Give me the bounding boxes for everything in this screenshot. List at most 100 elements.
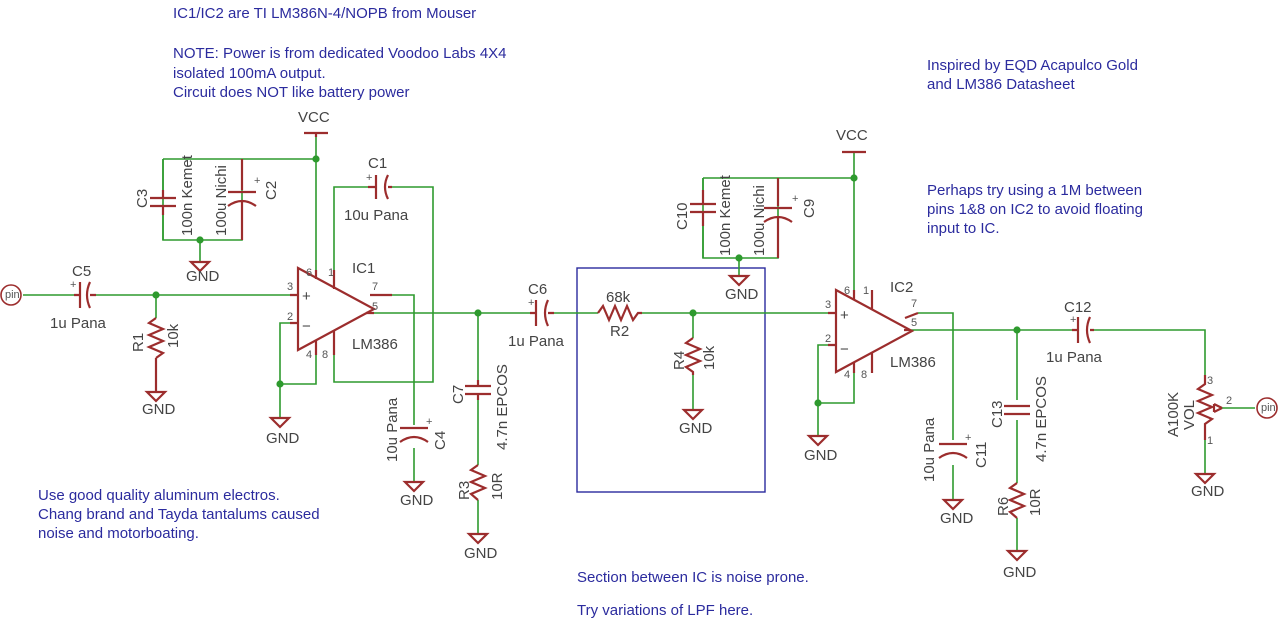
svg-text:C10: C10 — [674, 202, 691, 230]
svg-text:+: + — [840, 307, 849, 324]
svg-text:pin: pin — [5, 289, 20, 301]
capacitor-c11: + C11 10u Pana — [921, 417, 990, 482]
opamp-ic2: + − 3 2 6 1 4 8 7 5 IC2 LM386 — [825, 279, 936, 381]
capacitor-c5: + C5 1u Pana — [50, 263, 107, 332]
svg-text:GND: GND — [142, 401, 176, 418]
svg-text:1: 1 — [863, 285, 869, 297]
resistor-r3: R3 10R — [456, 464, 506, 501]
svg-text:2: 2 — [1226, 395, 1232, 407]
svg-text:VCC: VCC — [298, 109, 330, 126]
svg-text:−: − — [840, 341, 849, 358]
svg-text:LM386: LM386 — [890, 354, 936, 371]
svg-text:C9: C9 — [801, 199, 818, 218]
svg-text:+: + — [528, 297, 534, 309]
note-ic-source: IC1/IC2 are TI LM386N-4/NOPB from Mouser — [173, 5, 476, 22]
note-electros-line1: Use good quality aluminum electros. — [38, 487, 280, 504]
svg-text:C6: C6 — [528, 281, 547, 298]
svg-text:100n Kemet: 100n Kemet — [717, 174, 734, 256]
junction-dots — [152, 155, 1021, 407]
svg-text:R6: R6 — [995, 497, 1012, 516]
capacitor-c7: C7 4.7n EPCOS — [450, 364, 511, 450]
lpf-section-box — [576, 267, 766, 493]
svg-text:C7: C7 — [450, 385, 467, 404]
svg-text:100n Kemet: 100n Kemet — [179, 154, 196, 236]
svg-text:2: 2 — [825, 333, 831, 345]
note-1m-line1: Perhaps try using a 1M between — [927, 182, 1142, 199]
svg-text:6: 6 — [844, 285, 850, 297]
svg-text:7: 7 — [372, 281, 378, 293]
svg-text:10u Pana: 10u Pana — [384, 397, 401, 462]
ground-r6: GND — [1003, 549, 1037, 581]
note-power-line2: isolated 100mA output. — [173, 65, 326, 82]
svg-text:4.7n EPCOS: 4.7n EPCOS — [1033, 376, 1050, 462]
svg-text:R3: R3 — [456, 481, 473, 500]
capacitor-c3: C3 100n Kemet — [134, 154, 196, 236]
svg-text:68k: 68k — [606, 289, 631, 306]
svg-text:VCC: VCC — [836, 127, 868, 144]
svg-text:+: + — [302, 288, 311, 305]
svg-text:100u Nichi: 100u Nichi — [751, 185, 768, 256]
svg-text:4: 4 — [844, 369, 850, 381]
note-noise-line2: Try variations of LPF here. — [577, 602, 753, 619]
svg-text:+: + — [1070, 314, 1076, 326]
svg-text:10u Pana: 10u Pana — [344, 207, 409, 224]
svg-text:C2: C2 — [263, 181, 280, 200]
note-1m-line3: input to IC. — [927, 220, 1000, 237]
ground-c10: GND — [725, 274, 759, 303]
opamp-ic1: + − 3 2 6 1 4 8 7 5 IC1 LM386 — [287, 260, 398, 361]
svg-text:+: + — [965, 432, 971, 444]
capacitor-c10: C10 100n Kemet — [674, 174, 734, 256]
svg-text:+: + — [366, 172, 372, 184]
svg-text:5: 5 — [911, 317, 917, 329]
resistor-r1: R1 10k — [130, 317, 182, 392]
svg-text:7: 7 — [911, 298, 917, 310]
note-electros-line3: noise and motorboating. — [38, 525, 199, 542]
svg-text:1u Pana: 1u Pana — [508, 333, 565, 350]
svg-text:8: 8 — [861, 369, 867, 381]
svg-text:5: 5 — [372, 301, 378, 313]
svg-text:3: 3 — [825, 299, 831, 311]
svg-text:GND: GND — [1003, 564, 1037, 581]
svg-text:C1: C1 — [368, 155, 387, 172]
svg-text:10R: 10R — [489, 472, 506, 500]
svg-text:8: 8 — [322, 349, 328, 361]
svg-text:R4: R4 — [671, 351, 688, 370]
ground-r1: GND — [142, 390, 176, 418]
svg-text:C11: C11 — [973, 442, 990, 468]
svg-text:+: + — [254, 175, 260, 187]
svg-text:GND: GND — [804, 447, 838, 464]
svg-text:+: + — [792, 193, 798, 205]
note-power-line3: Circuit does NOT like battery power — [173, 84, 409, 101]
svg-text:C12: C12 — [1064, 299, 1092, 316]
svg-text:C3: C3 — [134, 189, 151, 208]
svg-text:R1: R1 — [130, 333, 147, 352]
svg-text:4: 4 — [306, 349, 312, 361]
svg-text:GND: GND — [1191, 483, 1225, 500]
svg-text:10u Pana: 10u Pana — [921, 417, 938, 482]
svg-text:−: − — [302, 318, 311, 335]
svg-text:GND: GND — [725, 286, 759, 303]
svg-text:LM386: LM386 — [352, 336, 398, 353]
svg-text:GND: GND — [266, 430, 300, 447]
svg-text:C13: C13 — [989, 400, 1006, 428]
svg-text:+: + — [426, 416, 432, 428]
note-inspired-line1: Inspired by EQD Acapulco Gold — [927, 57, 1138, 74]
svg-text:1: 1 — [328, 267, 334, 279]
svg-text:3: 3 — [1207, 375, 1213, 387]
svg-text:6: 6 — [306, 267, 312, 279]
svg-text:2: 2 — [287, 311, 293, 323]
capacitor-c2: + C2 100u Nichi — [213, 159, 280, 240]
svg-text:GND: GND — [679, 420, 713, 437]
ground-c3: GND — [186, 260, 220, 285]
capacitor-c12: + C12 1u Pana — [1046, 299, 1103, 366]
svg-text:10R: 10R — [1027, 488, 1044, 516]
svg-text:C4: C4 — [432, 431, 449, 450]
resistor-r4: R4 10k — [671, 337, 718, 375]
note-1m-line2: pins 1&8 on IC2 to avoid floating — [927, 201, 1143, 218]
svg-text:VOL: VOL — [1181, 400, 1198, 430]
capacitor-c1: + C1 10u Pana — [344, 155, 409, 224]
svg-text:GND: GND — [186, 268, 220, 285]
svg-text:4.7n EPCOS: 4.7n EPCOS — [494, 364, 511, 450]
potentiometer-vol: 3 2 1 A100K VOL — [1165, 375, 1232, 447]
